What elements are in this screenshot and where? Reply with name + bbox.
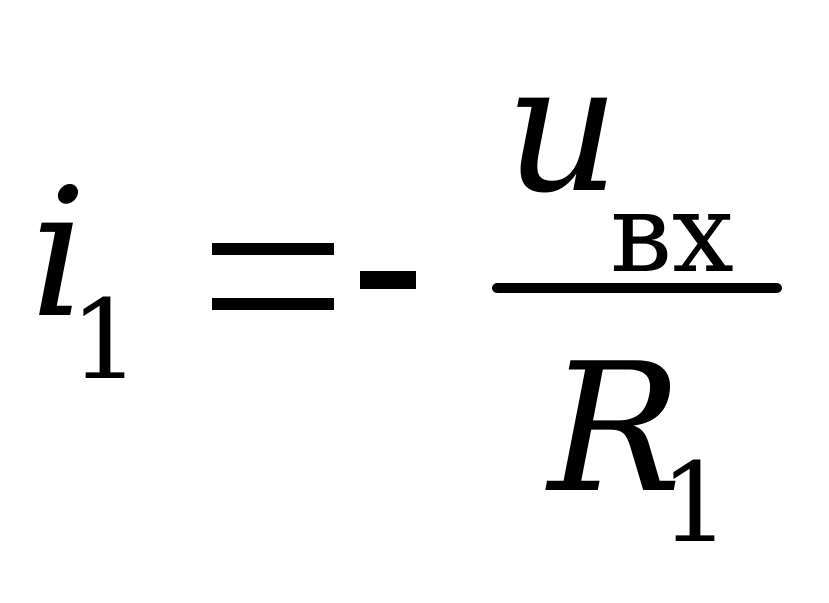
fraction-bar [492, 283, 782, 293]
minus-sign [360, 271, 416, 289]
current-symbol: i [30, 150, 87, 357]
equals-sign-top-bar [212, 243, 334, 255]
voltage-subscript: вх [610, 169, 734, 297]
voltage-symbol: u [505, 25, 620, 232]
resistance-subscript: 1 [660, 439, 730, 567]
current-subscript: 1 [70, 276, 140, 404]
resistance-symbol: R [548, 325, 683, 532]
equals-sign-bottom-bar [212, 298, 334, 310]
